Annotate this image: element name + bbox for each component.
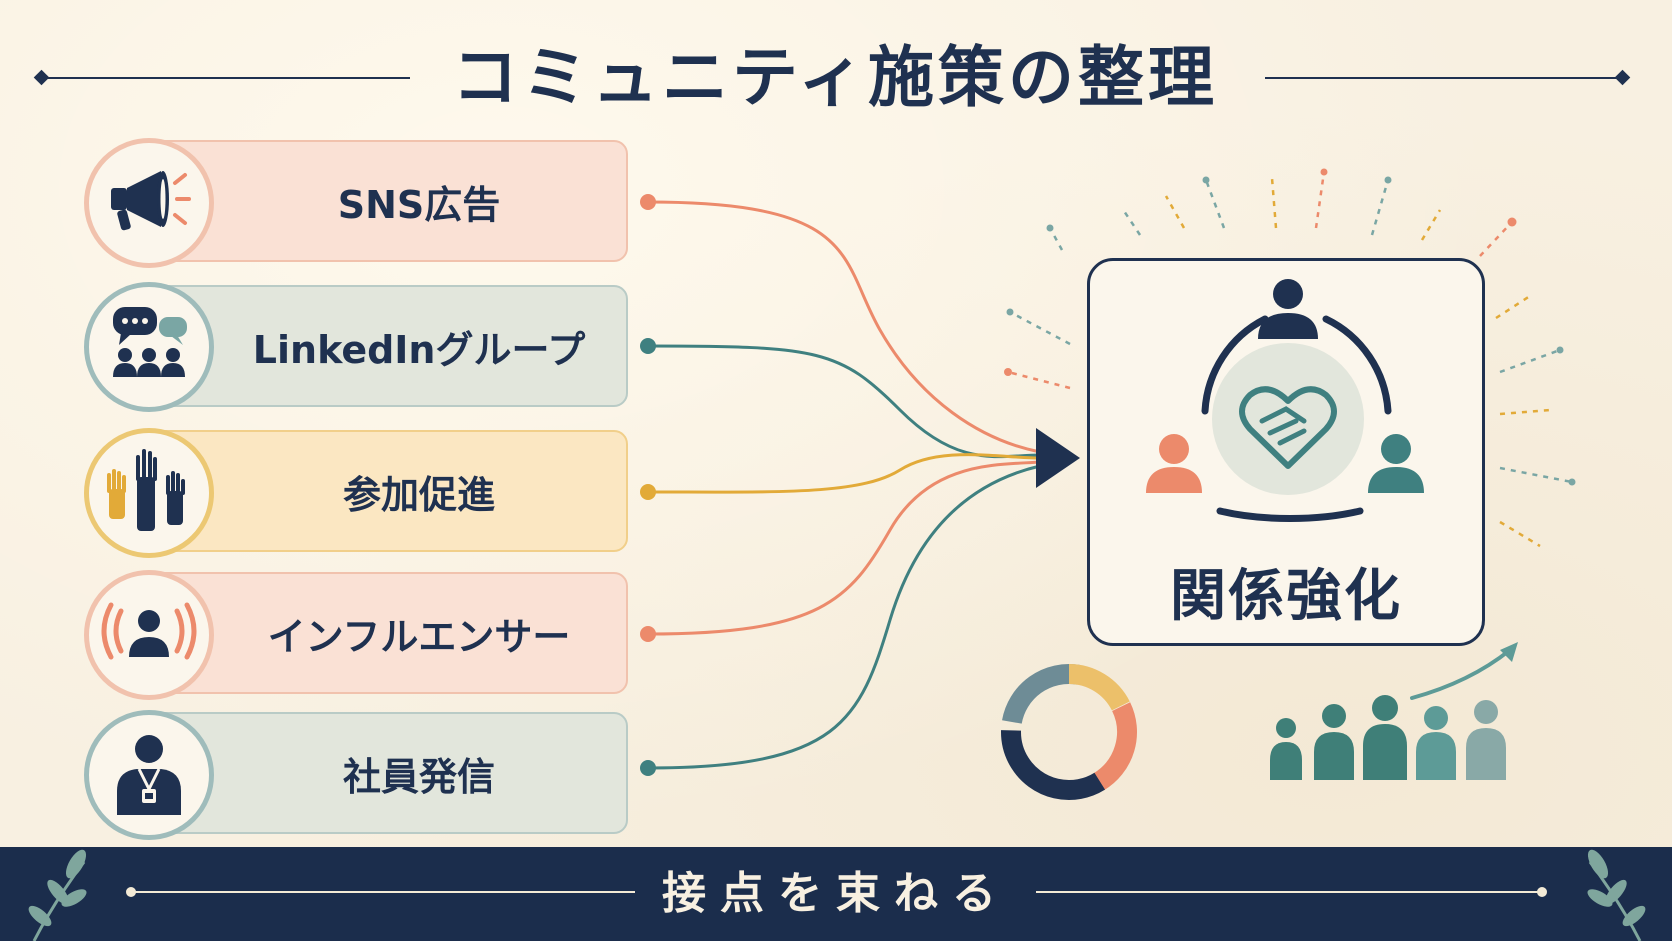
connector-influencer (647, 460, 1041, 636)
person-icon-right (1368, 434, 1424, 493)
footer-rule-left (130, 891, 635, 893)
title-rule-left (44, 77, 410, 79)
hub-label: 関係強化 (1170, 564, 1402, 629)
channel-card-participation: 参加促進 (150, 430, 628, 552)
title-row: コミュニティ施策の整理 (0, 38, 1672, 118)
channel-card-linkedin: LinkedInグループ (150, 285, 628, 407)
raised-hands-icon (84, 428, 214, 558)
footer-text: 接点を束ねる (662, 868, 1010, 919)
channel-card-influencer: インフルエンサー (150, 572, 628, 694)
connector-sns (647, 200, 1041, 454)
page-title: コミュニティ施策の整理 (451, 39, 1219, 116)
footer-rule-right (1036, 891, 1542, 893)
megaphone-icon (84, 138, 214, 268)
connector-dot-linkedin (640, 338, 656, 354)
channel-label-participation: 参加促進 (342, 472, 495, 517)
channel-label-sns: SNS広告 (337, 182, 501, 227)
channel-label-influencer: インフルエンサー (267, 614, 571, 659)
person-icon-top (1258, 279, 1318, 339)
person-icon-left (1146, 434, 1202, 493)
connector-dot-sns (640, 194, 656, 210)
title-rule-right (1265, 77, 1623, 79)
footer-dot-right (1537, 887, 1547, 897)
leaf-branch-right-icon (1587, 849, 1646, 941)
connector-employee (647, 464, 1041, 770)
channel-card-employee: 社員発信 (150, 712, 628, 834)
connector-dot-employee (640, 760, 656, 776)
footer-bar: 接点を束ねる (0, 847, 1672, 941)
hub-box: 関係強化 (1087, 258, 1485, 646)
broadcast-person-icon (84, 570, 214, 700)
arrow-head (1036, 428, 1080, 488)
channel-card-sns: SNS広告 (150, 140, 628, 262)
connector-dot-participation (640, 484, 656, 500)
hub-diagram (1146, 279, 1424, 522)
employee-badge-icon (84, 710, 214, 840)
channel-label-employee: 社員発信 (342, 754, 495, 799)
connector-participation (647, 453, 1041, 494)
handshake-heart-icon (1239, 386, 1337, 469)
connector-dot-influencer (640, 626, 656, 642)
chat-group-icon (84, 282, 214, 412)
channel-label-linkedin: LinkedInグループ (252, 327, 586, 372)
leaf-branch-left-icon (28, 849, 87, 941)
